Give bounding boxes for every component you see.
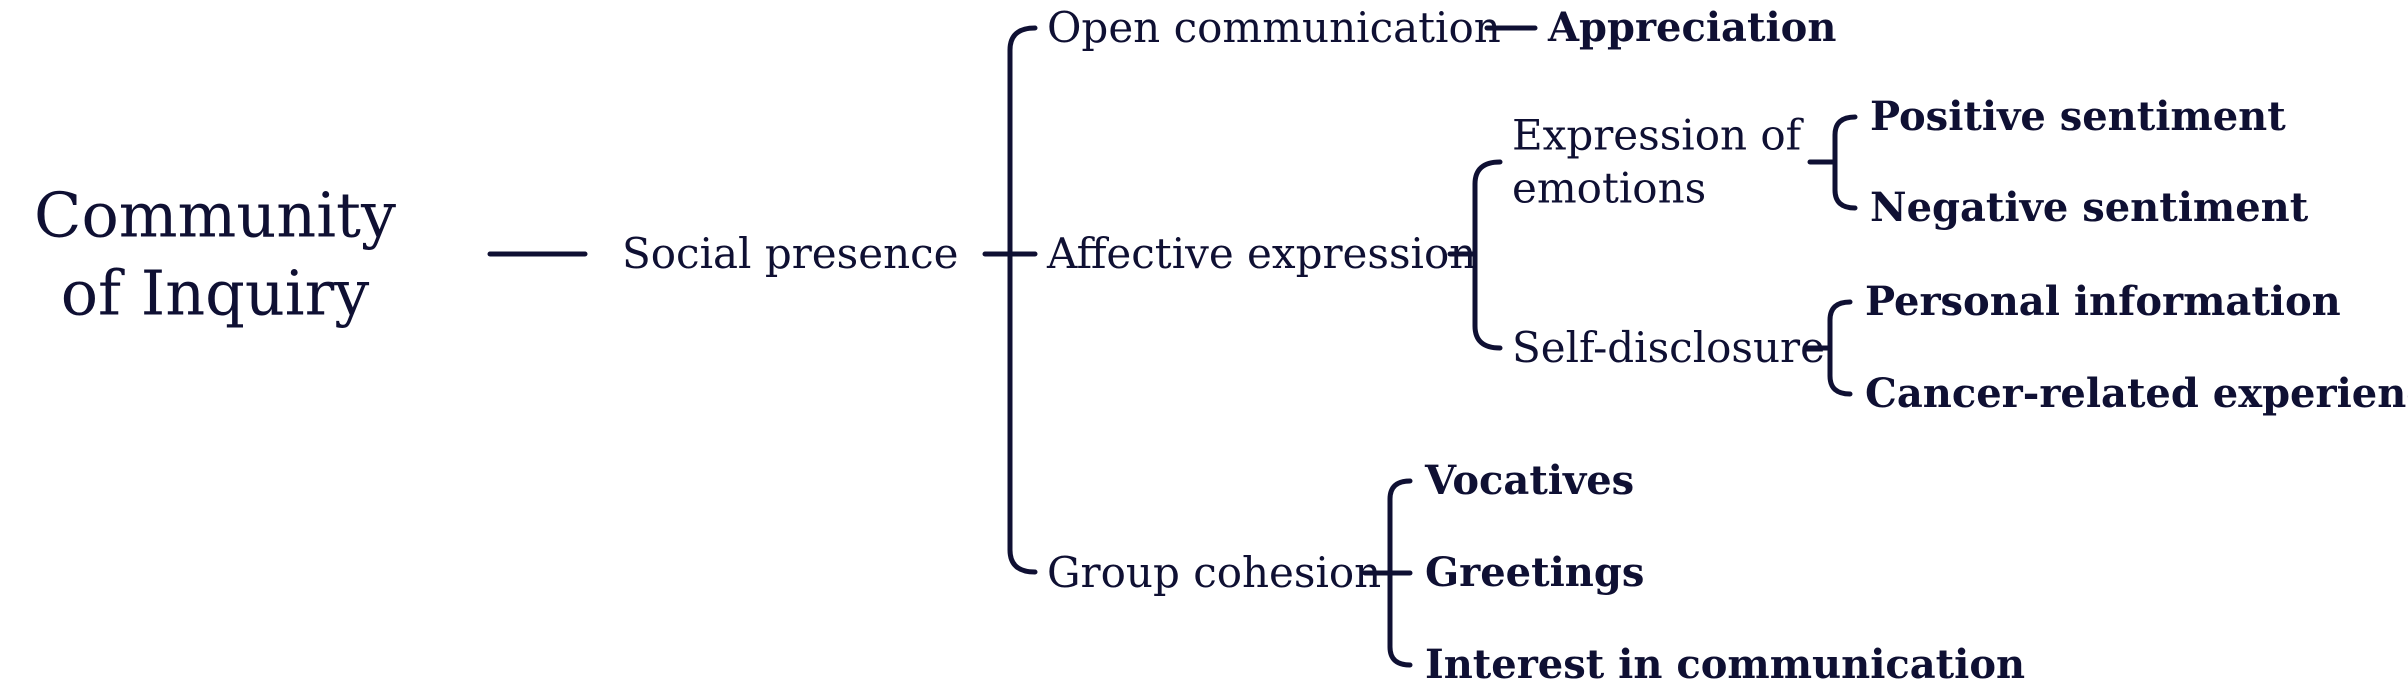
node-self-disclosure: Self-disclosure	[1512, 322, 1825, 372]
leaf-vocatives: Vocatives	[1425, 457, 1635, 504]
bracket-expression-of-emotions	[1832, 114, 1858, 211]
leaf-positive-sentiment: Positive sentiment	[1870, 93, 2286, 140]
leaf-cancer-related-experience: Cancer-related experience	[1865, 370, 2408, 417]
leaf-negative-sentiment: Negative sentiment	[1870, 184, 2309, 231]
node-open-communication: Open communication	[1047, 2, 1501, 52]
bracket-social-presence	[1007, 25, 1038, 575]
leaf-greetings: Greetings	[1425, 549, 1645, 596]
leaf-interest-in-communication: Interest in communication	[1425, 641, 2026, 688]
node-social-presence: Social presence	[622, 228, 959, 278]
leaf-appreciation: Appreciation	[1548, 4, 1837, 51]
root-node: Community of Inquiry	[34, 178, 396, 330]
bracket-self-disclosure	[1827, 299, 1853, 397]
node-expression-of-emotions: Expression of emotions	[1512, 110, 1802, 213]
node-affective-expression: Affective expression	[1047, 228, 1477, 278]
node-group-cohesion: Group cohesion	[1047, 547, 1382, 597]
bracket-affective-expression	[1472, 159, 1503, 351]
leaf-personal-information: Personal information	[1865, 278, 2341, 325]
